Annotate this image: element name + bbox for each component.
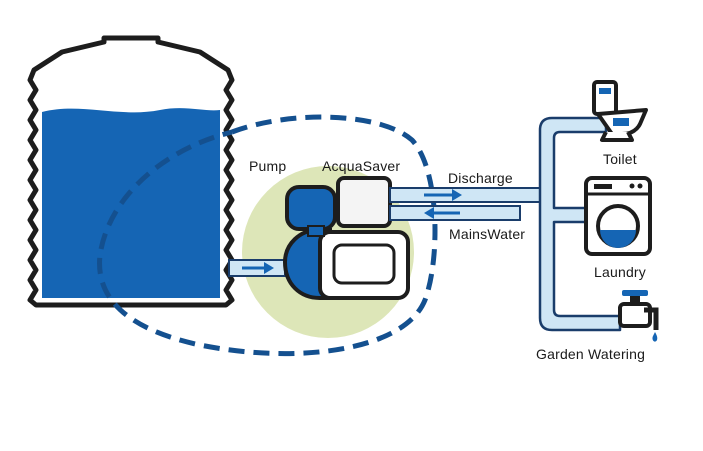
discharge-pipe xyxy=(389,187,541,203)
discharge-label: Discharge xyxy=(448,170,513,186)
toilet-icon xyxy=(592,80,648,142)
mains-water-label: MainsWater xyxy=(449,226,526,242)
washing-machine-icon xyxy=(584,176,652,256)
pump xyxy=(282,185,410,300)
tank-water xyxy=(42,108,220,298)
water-tank xyxy=(27,35,235,308)
discharge-arrow xyxy=(424,189,462,201)
pump-label: Pump xyxy=(249,158,287,174)
mains-water-arrow xyxy=(424,207,460,219)
garden-tap-icon xyxy=(618,290,659,342)
garden-watering-label: Garden Watering xyxy=(536,346,646,362)
dashed-loop xyxy=(97,114,438,357)
acquasaver-unit xyxy=(336,176,392,228)
laundry-label: Laundry xyxy=(594,264,646,280)
acquasaver-label: AcquaSaver xyxy=(322,158,401,174)
toilet-label: Toilet xyxy=(603,151,637,167)
inlet-arrow xyxy=(242,262,274,274)
